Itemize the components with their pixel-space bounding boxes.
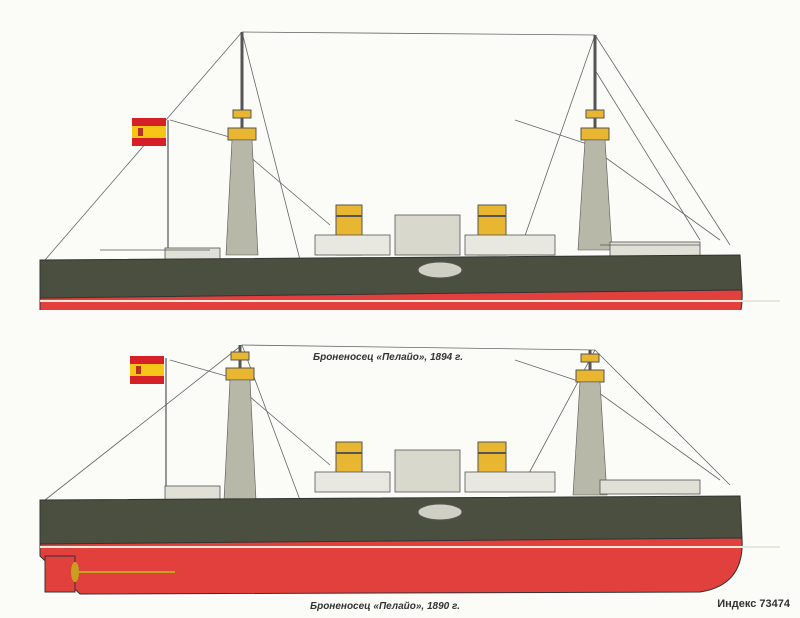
caption-1890: Броненосец «Пелайо», 1890 г. xyxy=(310,601,460,612)
spanish-flag xyxy=(130,356,167,500)
superstructure xyxy=(100,214,701,263)
spanish-flag xyxy=(132,118,169,255)
hull xyxy=(39,495,780,595)
rigging xyxy=(44,31,731,261)
ship-illustration-1890 xyxy=(39,344,780,595)
masts xyxy=(223,345,608,501)
index-label: Индекс 73474 xyxy=(717,598,790,610)
masts xyxy=(225,32,613,256)
rudder-propeller xyxy=(44,555,175,593)
ship-illustration-1894 xyxy=(39,31,780,310)
hull xyxy=(39,254,780,310)
caption-1894: Броненосец «Пелайо», 1894 г. xyxy=(313,352,463,363)
